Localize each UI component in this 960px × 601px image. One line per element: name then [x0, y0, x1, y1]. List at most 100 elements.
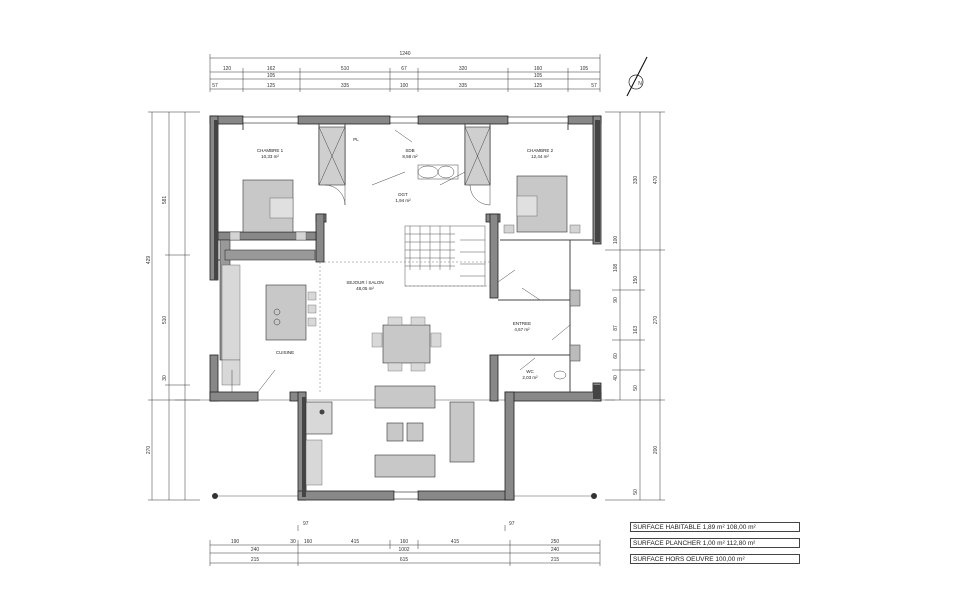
- bed-chambre2: [516, 175, 568, 233]
- room-label-chambre2: CHAMBRE 2: [527, 148, 554, 153]
- room-label-placard: PL: [353, 137, 359, 142]
- living-sofa-bottom: [374, 454, 436, 478]
- room-label-sejour: SEJOUR / SALON: [346, 280, 383, 285]
- dim-bottom-mark-left: 97: [303, 521, 309, 527]
- svg-text:50: 50: [633, 385, 639, 391]
- bottom-dimension-chains: [209, 525, 601, 566]
- svg-text:105: 105: [580, 66, 589, 72]
- svg-text:415: 415: [351, 539, 360, 545]
- svg-text:429: 429: [146, 256, 152, 265]
- svg-text:40: 40: [613, 375, 619, 381]
- dim-row2-bottom: 240 1002 240: [251, 547, 560, 553]
- svg-text:163: 163: [633, 326, 639, 335]
- svg-text:30: 30: [290, 539, 296, 545]
- room-area-wc: 2,03 m²: [522, 375, 538, 380]
- sdb-fixtures: [371, 164, 466, 186]
- living-tables: [386, 422, 424, 442]
- svg-text:30: 30: [162, 375, 168, 381]
- svg-text:510: 510: [162, 316, 168, 325]
- svg-text:160: 160: [304, 539, 313, 545]
- dim-bottom-mark-right: 97: [509, 521, 515, 527]
- room-label-cuisine: CUISINE: [276, 350, 294, 355]
- room-area-chambre1: 10,33 m²: [261, 154, 279, 159]
- svg-text:125: 125: [534, 83, 543, 89]
- north-label: N: [638, 81, 642, 87]
- svg-text:100: 100: [400, 83, 409, 89]
- svg-text:90: 90: [613, 297, 619, 303]
- svg-text:108: 108: [613, 264, 619, 273]
- room-area-sdb: 8,58 m²: [402, 154, 418, 159]
- svg-text:105: 105: [267, 73, 276, 79]
- top-dimension-chains: [209, 54, 601, 92]
- svg-text:415: 415: [451, 539, 460, 545]
- dim-left-values: 581 429 510 30 270: [146, 196, 168, 455]
- svg-text:57: 57: [591, 83, 597, 89]
- svg-text:200: 200: [653, 446, 659, 455]
- room-area-chambre2: 12,44 m²: [531, 154, 549, 159]
- window-markers: [242, 116, 569, 500]
- svg-text:87: 87: [613, 325, 619, 331]
- right-dimension-chains: [605, 111, 665, 501]
- room-area-degagement: 1,94 m²: [395, 198, 411, 203]
- living-cabinet: [305, 439, 323, 486]
- svg-text:320: 320: [459, 66, 468, 72]
- svg-text:270: 270: [146, 446, 152, 455]
- svg-text:335: 335: [459, 83, 468, 89]
- entry-fixtures: [569, 289, 581, 362]
- svg-text:215: 215: [251, 557, 260, 563]
- svg-text:120: 120: [223, 66, 232, 72]
- svg-text:57: 57: [212, 83, 218, 89]
- axis-marker-right: [591, 493, 597, 499]
- dim-overall-top: 1240: [399, 51, 410, 57]
- svg-text:160: 160: [534, 66, 543, 72]
- svg-text:240: 240: [551, 547, 560, 553]
- dashed-separations: [319, 261, 490, 392]
- left-dimension-chains: [148, 111, 200, 501]
- wc-fixture: [553, 370, 567, 380]
- living-fireplace: [305, 401, 333, 435]
- dim-row3-bottom: 215 615 215: [251, 557, 560, 563]
- reference-lines: [175, 399, 615, 497]
- room-label-wc: WC: [526, 369, 534, 374]
- dim-right-values: 470 330 100 108 150 90 270 87 163 60 40 …: [613, 176, 659, 495]
- wall-accents: [214, 120, 601, 497]
- staircase: [404, 225, 486, 287]
- kitchen-counter: [221, 264, 241, 386]
- dim-row1-top: 120 162 510 67 320 160 105: [223, 66, 589, 72]
- kitchen-island: [265, 284, 307, 341]
- svg-text:100: 100: [613, 236, 619, 245]
- svg-text:67: 67: [401, 66, 407, 72]
- axis-marker-left: [212, 493, 218, 499]
- bedside-tables: [229, 224, 581, 241]
- dim-row1-bottom: 190 30 160 415 160 415 250: [231, 539, 560, 545]
- room-label-entree: ENTREE: [513, 321, 531, 326]
- door-swings-top: [324, 129, 491, 206]
- bed-chambre1: [242, 179, 294, 233]
- dgt-door-swings: [497, 269, 571, 371]
- svg-text:160: 160: [400, 539, 409, 545]
- svg-text:250: 250: [551, 539, 560, 545]
- north-arrow-icon: N: [626, 56, 648, 97]
- svg-text:330: 330: [633, 176, 639, 185]
- legend-surface-habitable: SURFACE HABITABLE 1,89 m² 108,00 m²: [630, 522, 800, 532]
- svg-text:125: 125: [267, 83, 276, 89]
- room-area-sejour: 48,05 m²: [356, 286, 374, 291]
- svg-text:470: 470: [653, 176, 659, 185]
- svg-text:240: 240: [251, 547, 260, 553]
- svg-text:60: 60: [613, 353, 619, 359]
- living-sofa-top: [374, 385, 436, 409]
- svg-text:335: 335: [341, 83, 350, 89]
- svg-text:162: 162: [267, 66, 276, 72]
- svg-text:50: 50: [633, 489, 639, 495]
- legend-surface-plancher: SURFACE PLANCHER 1,00 m² 112,80 m²: [630, 538, 800, 548]
- room-area-entree: 4,67 m²: [514, 327, 530, 332]
- room-label-sdb: SDB: [405, 148, 414, 153]
- living-sideboard: [449, 401, 475, 463]
- svg-text:215: 215: [551, 557, 560, 563]
- legend-surface-hors-oeuvre: SURFACE HORS OEUVRE 100,00 m²: [630, 554, 800, 564]
- svg-text:615: 615: [400, 557, 409, 563]
- dim-row3-top: 57 125 335 100 335 125 57: [212, 83, 597, 89]
- closet-left: [318, 126, 346, 186]
- svg-text:105: 105: [534, 73, 543, 79]
